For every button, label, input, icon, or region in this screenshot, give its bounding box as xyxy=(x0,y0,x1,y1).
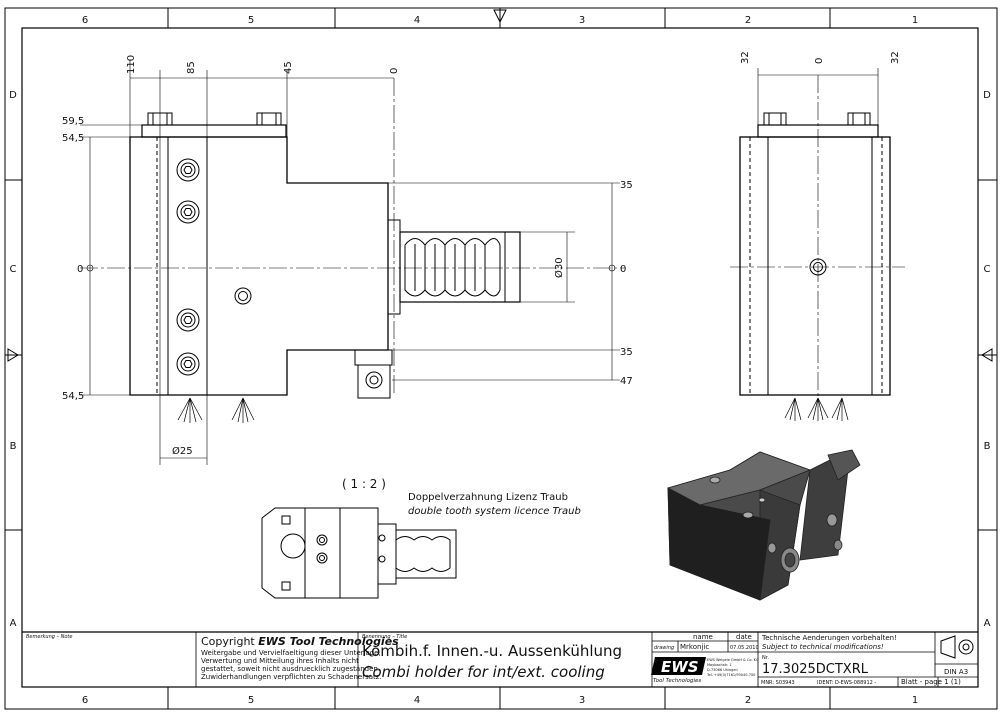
svg-text:0: 0 xyxy=(389,68,400,74)
svg-text:110: 110 xyxy=(126,55,137,74)
side-view xyxy=(739,112,891,421)
coolant-plug-front xyxy=(234,287,252,305)
svg-text:drawing: drawing xyxy=(654,645,674,651)
side-dimension-texts: 32 0 32 xyxy=(740,51,901,64)
side-center-lines xyxy=(730,75,905,400)
svg-text:C: C xyxy=(10,264,17,275)
detail-view xyxy=(261,507,457,599)
front-center-lines xyxy=(80,78,625,395)
centering-marks xyxy=(5,8,997,709)
frame-column-numbers-top: 6 5 4 3 2 1 xyxy=(82,15,918,26)
svg-text:DIN A3: DIN A3 xyxy=(944,668,968,676)
frame-row-letters-right: D C B A xyxy=(983,90,991,629)
svg-text:54,5: 54,5 xyxy=(62,133,84,144)
svg-text:0: 0 xyxy=(620,264,626,275)
svg-text:1: 1 xyxy=(912,15,918,26)
svg-text:Zuwiderhandlungen verpflichten: Zuwiderhandlungen verpflichten zu Schade… xyxy=(201,673,382,681)
coolant-nozzle-fans xyxy=(177,397,255,423)
svg-text:32: 32 xyxy=(740,51,751,64)
front-body-outline xyxy=(129,136,389,396)
side-dimension-lines xyxy=(757,68,879,125)
svg-text:35: 35 xyxy=(620,347,633,358)
frame-row-letters-left: D C B A xyxy=(9,90,17,629)
isometric-view xyxy=(666,449,861,601)
front-dimension-lines xyxy=(80,60,620,465)
detail-labels: ( 1 : 2 ) Doppelverzahnung Lizenz Traub … xyxy=(342,477,581,517)
svg-text:Technische Aenderungen vorbeha: Technische Aenderungen vorbehalten! xyxy=(761,634,897,642)
svg-text:D: D xyxy=(9,90,17,101)
svg-text:0: 0 xyxy=(77,264,83,275)
svg-text:Blatt - page 1 (1): Blatt - page 1 (1) xyxy=(901,678,961,686)
svg-text:32: 32 xyxy=(890,51,901,64)
svg-text:47: 47 xyxy=(620,376,633,387)
coolant-block xyxy=(354,349,393,366)
top-screw-right xyxy=(256,112,282,126)
svg-text:date: date xyxy=(736,633,752,641)
svg-text:Doppelverzahnung Lizenz Traub: Doppelverzahnung Lizenz Traub xyxy=(408,492,568,503)
svg-text:0: 0 xyxy=(814,58,825,64)
svg-text:5: 5 xyxy=(248,695,254,706)
svg-text:2: 2 xyxy=(745,15,751,26)
svg-text:Benennung – Title: Benennung – Title xyxy=(362,634,407,640)
title-english: Combi holder for int/ext. cooling xyxy=(362,663,605,681)
svg-text:35: 35 xyxy=(620,180,633,191)
svg-text:4: 4 xyxy=(414,15,420,26)
part-number: 17.3025DCTXRL xyxy=(762,662,869,677)
svg-text:Ø25: Ø25 xyxy=(172,445,193,457)
svg-text:3: 3 xyxy=(579,695,585,706)
projection-symbol-icon xyxy=(940,635,974,659)
svg-text:D: D xyxy=(983,90,991,101)
svg-text:54,5: 54,5 xyxy=(62,391,84,402)
svg-text:Nr.: Nr. xyxy=(762,655,769,661)
shank-body xyxy=(399,231,521,303)
svg-text:( 1 : 2 ): ( 1 : 2 ) xyxy=(342,477,386,491)
svg-text:IDENT: D-EWS-088912 -: IDENT: D-EWS-088912 - xyxy=(817,680,876,686)
svg-text:Bemerkung – Note: Bemerkung – Note xyxy=(26,634,72,640)
svg-text:Maybachstr. 1: Maybachstr. 1 xyxy=(707,663,732,667)
svg-text:B: B xyxy=(984,441,991,452)
svg-text:1: 1 xyxy=(912,695,918,706)
svg-text:Tel. +49(0)7161/93040-700: Tel. +49(0)7161/93040-700 xyxy=(706,673,755,677)
svg-text:D-73066 Uhingen: D-73066 Uhingen xyxy=(707,668,738,672)
svg-text:EWS: EWS xyxy=(661,658,699,676)
svg-text:Ø30: Ø30 xyxy=(553,257,565,278)
svg-text:6: 6 xyxy=(82,695,88,706)
front-dimension-texts: 110 85 45 0 59,5 54,5 0 54,5 35 0 35 47 … xyxy=(62,55,633,457)
svg-text:07.05.2010: 07.05.2010 xyxy=(730,645,759,651)
copyright-line: Copyright EWS Tool Technologies xyxy=(201,635,399,648)
shank-serration xyxy=(404,238,501,297)
svg-text:Weitergabe und Vervielfaeltigu: Weitergabe und Vervielfaeltigung dieser … xyxy=(201,649,381,657)
frame-column-numbers-bottom: 6 5 4 3 2 1 xyxy=(82,695,918,706)
svg-text:4: 4 xyxy=(414,695,420,706)
svg-text:85: 85 xyxy=(186,61,197,74)
svg-text:3: 3 xyxy=(579,15,585,26)
ews-logo: EWS Tool Technologies xyxy=(651,657,706,684)
svg-text:gestattet, soweit nicht ausdru: gestattet, soweit nicht ausdruecklich zu… xyxy=(201,665,380,673)
svg-text:A: A xyxy=(984,618,991,629)
svg-text:Subject to technical modificat: Subject to technical modifications! xyxy=(762,643,884,651)
title-block-texts: Bemerkung – Note Copyright EWS Tool Tech… xyxy=(26,633,968,686)
svg-text:2: 2 xyxy=(745,695,751,706)
svg-text:A: A xyxy=(10,618,17,629)
clamp-screws xyxy=(176,158,200,376)
svg-text:59,5: 59,5 xyxy=(62,116,84,127)
title-german: Kombih.f. Innen.-u. Aussenkühlung xyxy=(362,642,622,660)
svg-text:B: B xyxy=(10,441,17,452)
title-block-lines xyxy=(22,631,978,687)
svg-text:C: C xyxy=(984,264,991,275)
side-body-outline xyxy=(739,136,891,396)
svg-text:Mrkonjic: Mrkonjic xyxy=(680,643,709,651)
svg-text:EWS Weigele GmbH & Co. KG: EWS Weigele GmbH & Co. KG xyxy=(707,658,759,662)
svg-text:6: 6 xyxy=(82,15,88,26)
svg-text:double tooth system licence Tr: double tooth system licence Traub xyxy=(408,506,581,517)
svg-text:5: 5 xyxy=(248,15,254,26)
svg-text:Tool Technologies: Tool Technologies xyxy=(653,678,701,684)
svg-text:Verwertung und Mitteilung ihre: Verwertung und Mitteilung ihres Inhalts … xyxy=(201,657,359,665)
svg-text:name: name xyxy=(693,633,713,641)
svg-text:45: 45 xyxy=(283,61,294,74)
svg-text:MNR: S03943: MNR: S03943 xyxy=(761,680,795,686)
